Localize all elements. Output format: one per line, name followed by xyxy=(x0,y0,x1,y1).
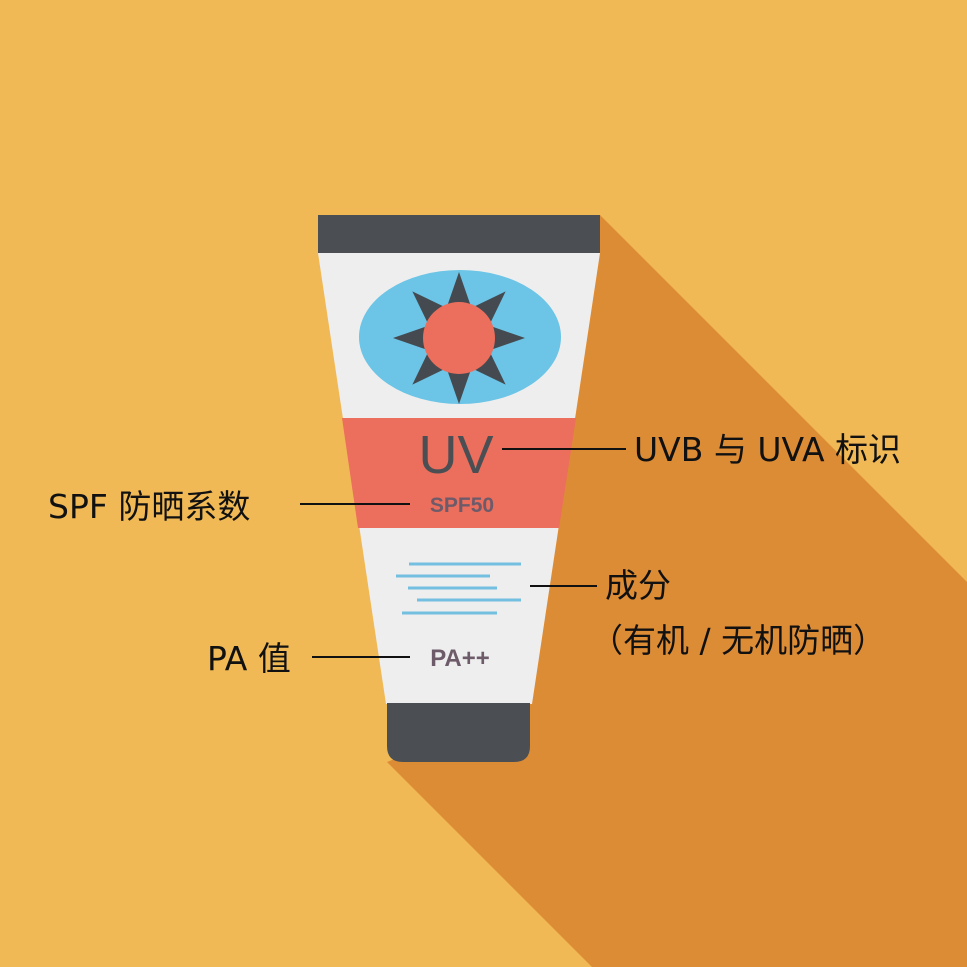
tube-cap-top xyxy=(318,215,600,253)
tube-band xyxy=(342,418,576,528)
tube-cap-bottom xyxy=(387,703,530,762)
leader-lines xyxy=(300,448,626,658)
long-shadow xyxy=(387,215,967,967)
sun-icon xyxy=(423,302,495,374)
ingredient-lines xyxy=(396,562,521,615)
pa-print: PA++ xyxy=(430,645,490,672)
uv-label: UVB 与 UVA 标识 xyxy=(634,430,902,469)
ingredients-label: 成分 xyxy=(605,566,671,605)
ingredients-sub-label: （有机 / 无机防晒） xyxy=(590,621,887,660)
pa-label: PA 值 xyxy=(207,639,291,678)
sun-ray xyxy=(412,291,453,332)
spf-print: SPF50 xyxy=(430,494,494,517)
sun-ray xyxy=(412,344,453,385)
sun-ray xyxy=(465,344,506,385)
sun-ray xyxy=(465,291,506,332)
uv-print: UV xyxy=(418,425,493,485)
spf-label: SPF 防晒系数 xyxy=(48,487,251,526)
